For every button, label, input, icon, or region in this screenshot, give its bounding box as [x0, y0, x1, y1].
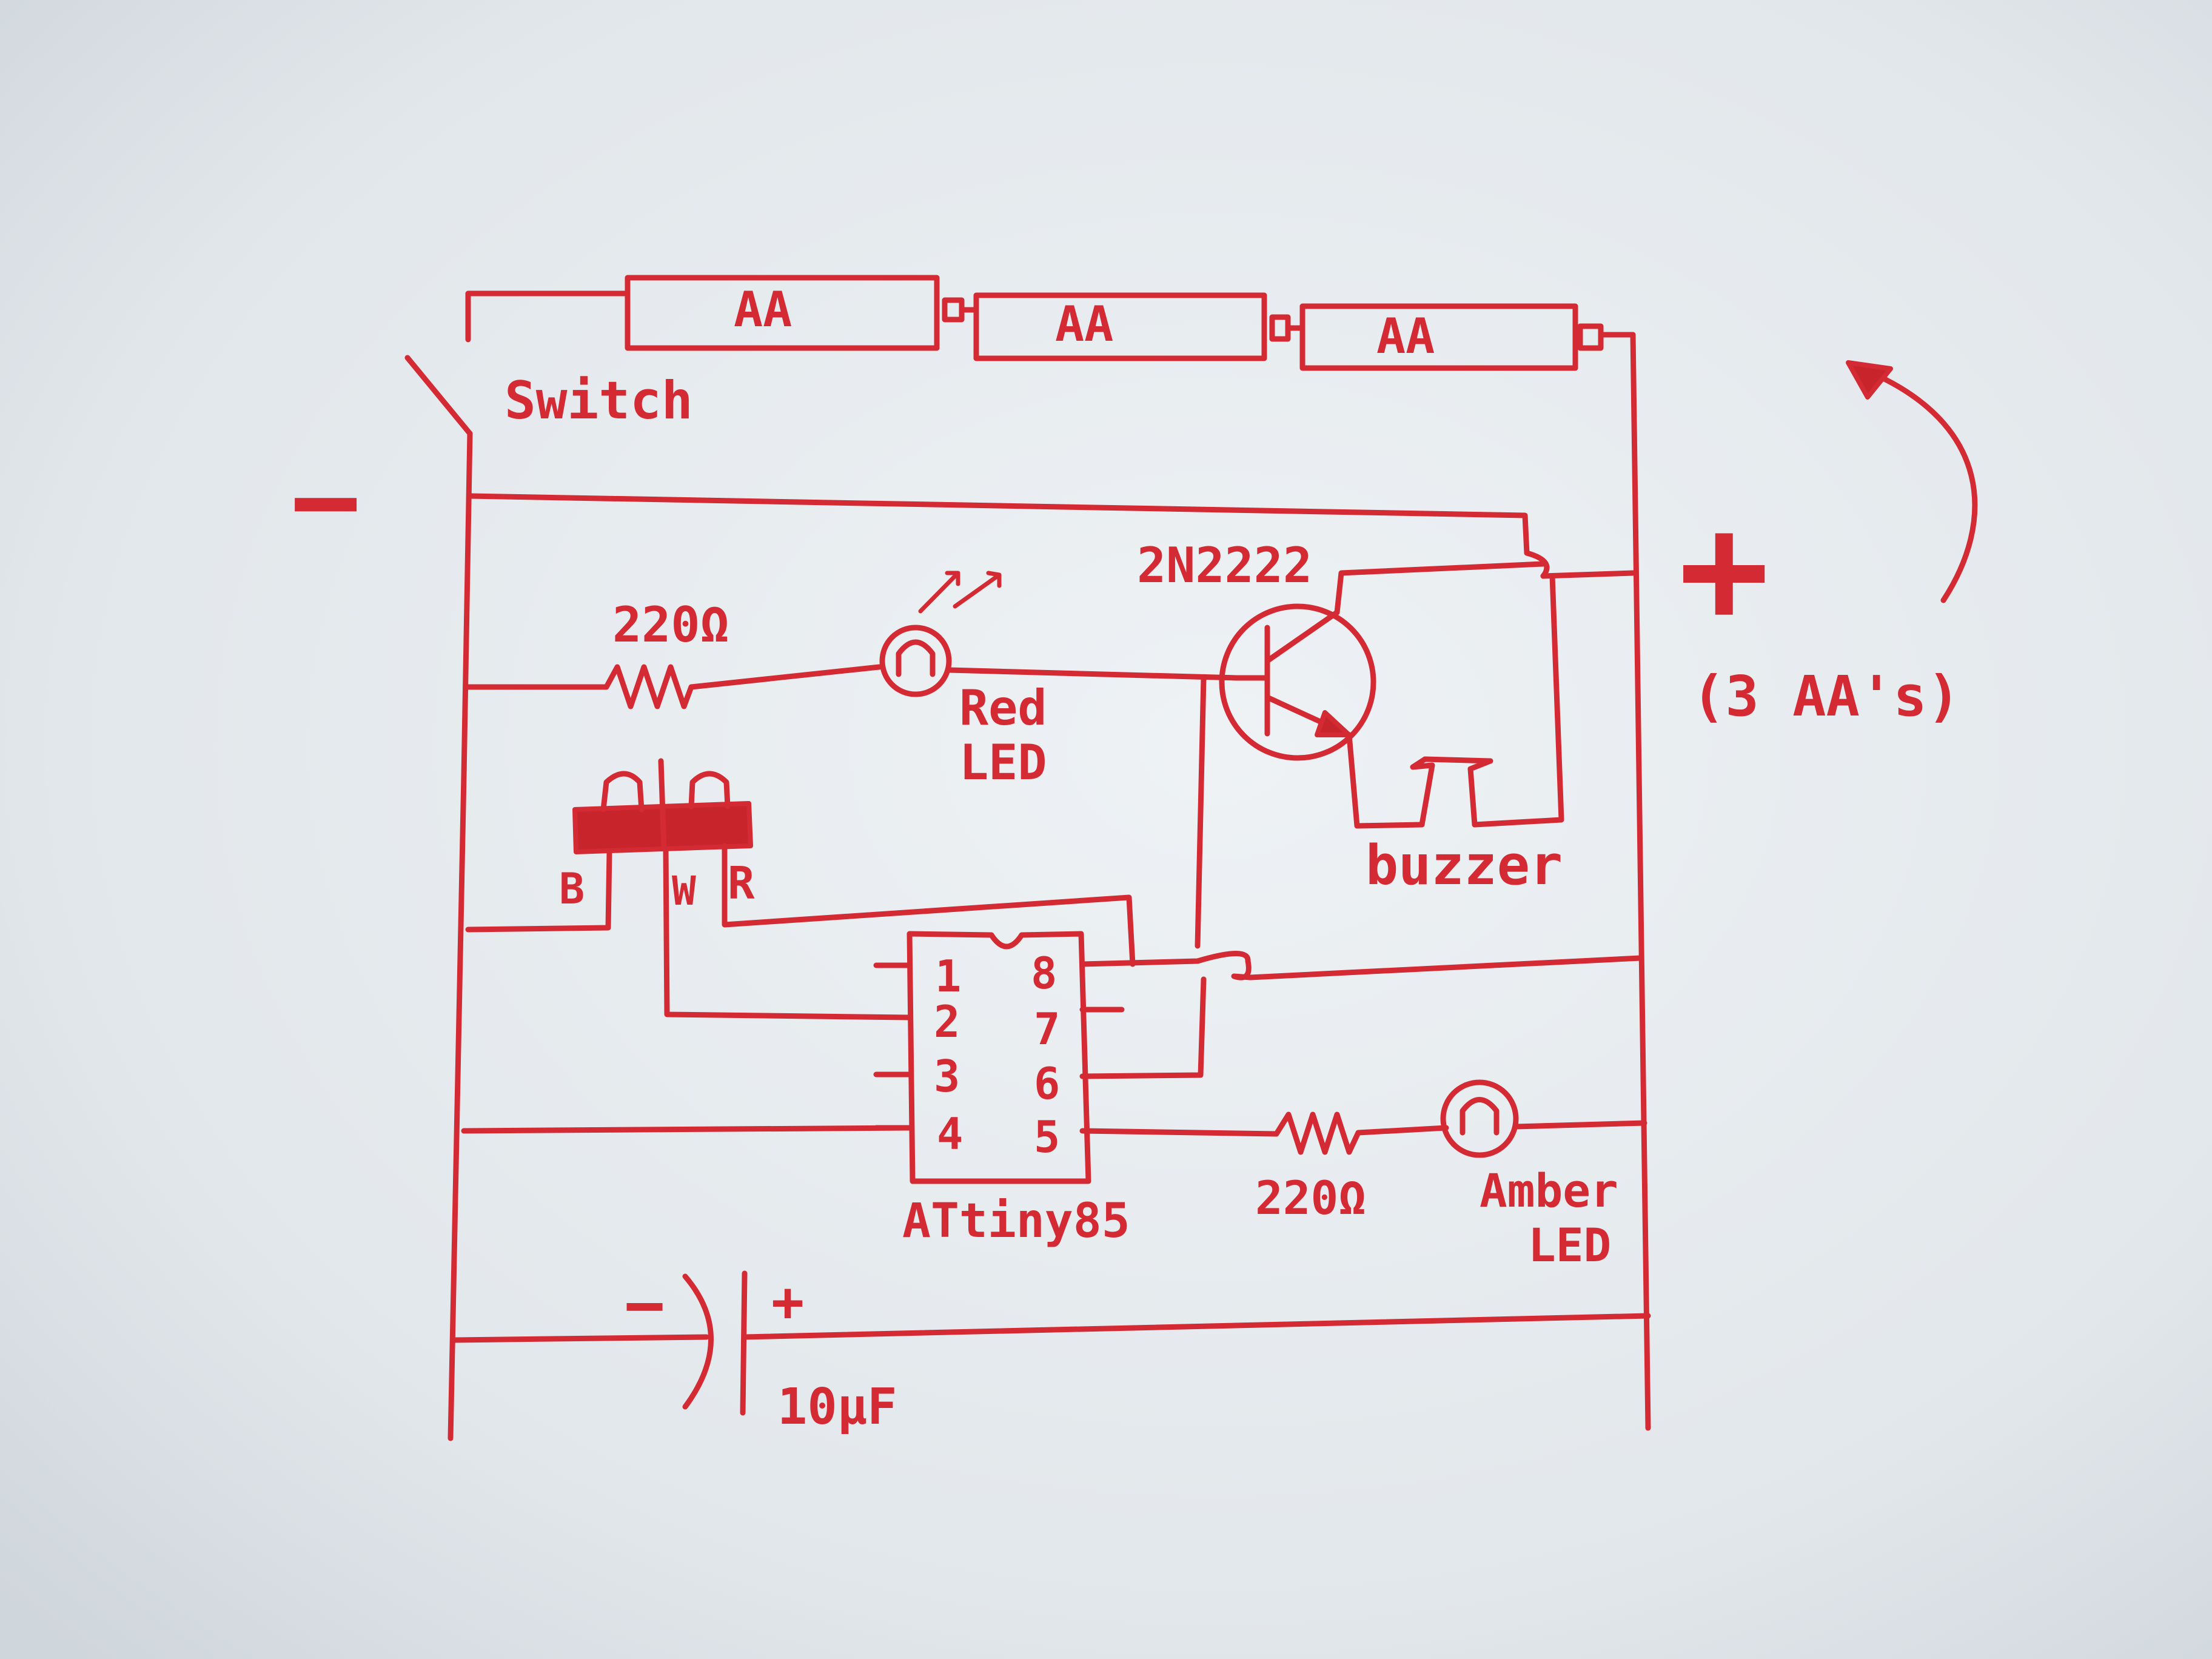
- capacitor-minus: −: [625, 1266, 665, 1344]
- chip-pin-1: 1: [935, 951, 961, 1002]
- minus-sign: −: [291, 434, 360, 568]
- resistor-bottom-value: 220Ω: [1255, 1171, 1366, 1225]
- connector-bwr: B W R: [465, 758, 1136, 1021]
- red-led-label-2: LED: [959, 734, 1047, 791]
- pin-r-label: R: [728, 857, 755, 910]
- chip-name-label: ATtiny85: [902, 1194, 1130, 1248]
- positive-rail: [1630, 332, 1651, 1431]
- red-led-branch: 220Ω Red LED: [465, 571, 1240, 791]
- red-led-label-1: Red: [959, 680, 1047, 736]
- arrow-head-icon: [1846, 360, 1893, 400]
- power-switch[interactable]: Switch: [404, 355, 693, 437]
- negative-rail: [447, 431, 473, 1441]
- battery-cell-2: [973, 292, 1267, 361]
- resistor-top-value: 220Ω: [612, 597, 729, 653]
- buzzer: buzzer: [1366, 573, 1564, 897]
- attiny85-chip: 1 2 3 4 8 7 6 5 ATtiny85: [873, 931, 1130, 1248]
- plus-sign: +: [1678, 481, 1770, 657]
- amber-led-label-2: LED: [1528, 1218, 1611, 1272]
- chip-pin-8: 8: [1031, 948, 1057, 999]
- battery-cell-1: [625, 275, 940, 351]
- amber-led-branch: 220Ω Amber LED: [1079, 1079, 1647, 1272]
- chip-pin-6: 6: [1034, 1058, 1060, 1109]
- transistor-2n2222: 2N2222: [1137, 537, 1546, 829]
- amber-led-label-1: Amber: [1480, 1164, 1618, 1218]
- pin6-wire: [1079, 976, 1207, 1079]
- arrow-icon: [1865, 368, 1978, 603]
- battery-label-2: AA: [1055, 296, 1113, 352]
- base-wire: [1195, 675, 1207, 949]
- battery-cell-3: [1299, 303, 1578, 371]
- chip-pin-5: 5: [1034, 1111, 1060, 1162]
- chip-pin-2: 2: [934, 996, 960, 1047]
- buzzer-label: buzzer: [1366, 834, 1563, 897]
- battery-pack: AA AA AA: [465, 275, 1636, 371]
- pin-b-label: B: [559, 864, 585, 914]
- battery-label-3: AA: [1376, 308, 1435, 364]
- chip-pin-3: 3: [934, 1051, 960, 1102]
- battery-label-1: AA: [734, 281, 792, 338]
- chip-pin-7: 7: [1034, 1004, 1060, 1054]
- pin4-wire: [461, 1125, 913, 1134]
- capacitor-value: 10µF: [777, 1378, 897, 1436]
- amber-led-icon: [1440, 1079, 1519, 1158]
- capacitor-10uf: − + 10µF: [451, 1266, 1651, 1436]
- chip-pin-4: 4: [937, 1108, 963, 1159]
- switch-label: Switch: [504, 370, 693, 431]
- capacitor-plus: +: [771, 1270, 804, 1334]
- pin-w-label: W: [672, 868, 696, 914]
- transistor-part-label: 2N2222: [1137, 537, 1312, 594]
- pin8-wire: [1079, 951, 1643, 980]
- red-led-icon: [879, 625, 952, 697]
- power-source-note: (3 AA's): [1692, 664, 1960, 729]
